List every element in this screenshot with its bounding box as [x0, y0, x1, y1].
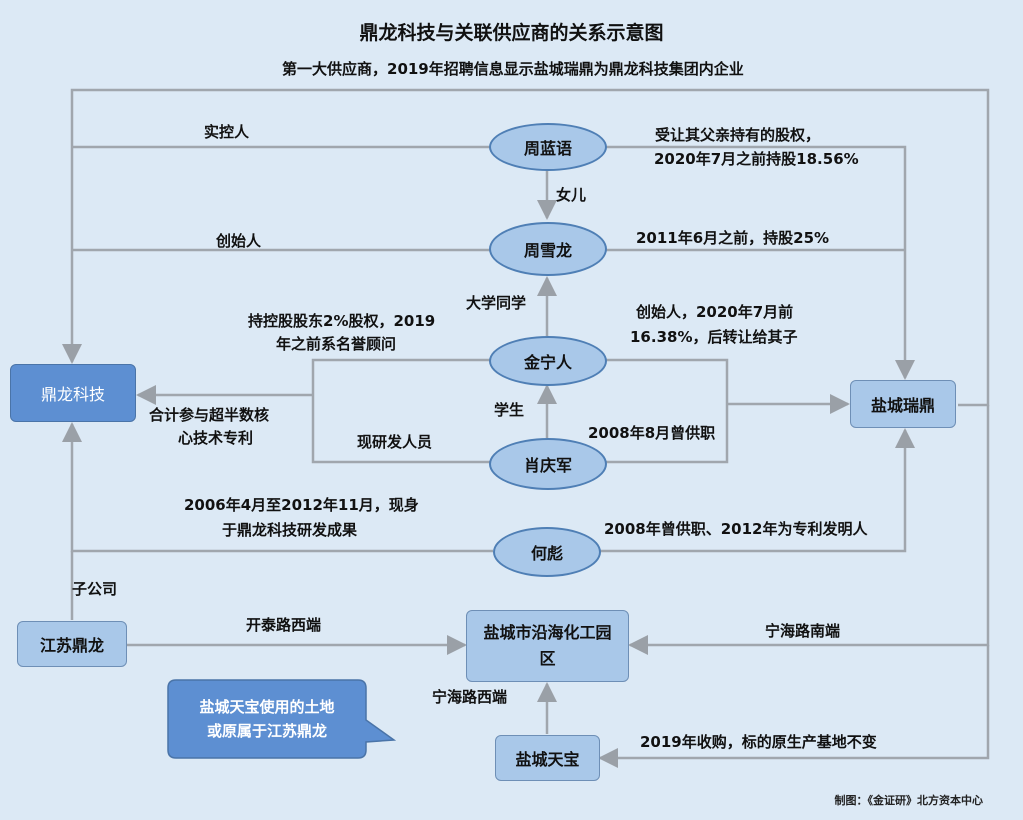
- label-founder-2020-1: 创始人，2020年7月前: [636, 303, 794, 321]
- node-zhou-lianyu: 周蓝语: [489, 123, 607, 171]
- label-share-transfer-2: 2020年7月之前持股18.56%: [654, 150, 859, 168]
- label-acquisition-2019: 2019年收购，标的原生产基地不变: [640, 733, 877, 751]
- label-founder-2020-2: 16.38%，后转让给其子: [630, 328, 798, 346]
- node-yancheng-ruiding: 盐城瑞鼎: [850, 380, 956, 428]
- label-before-2011: 2011年6月之前，持股25%: [636, 229, 830, 247]
- diagram-title: 鼎龙科技与关联供应商的关系示意图: [359, 22, 664, 44]
- label-employed-2008-2012: 2008年曾供职、2012年为专利发明人: [604, 520, 868, 538]
- edge-jin-dinglong: [311, 358, 490, 464]
- node-jin-ningren: 金宁人: [489, 336, 607, 386]
- label-patents-2: 心技术专利: [178, 429, 254, 447]
- label-employed-2008: 2008年8月曾供职: [588, 424, 716, 442]
- edge-top-supplier: [62, 88, 990, 407]
- label-founder: 创始人: [216, 232, 262, 250]
- credit-note: 制图：《金证研》北方资本中心: [834, 794, 984, 807]
- edge-jin-ruiding: [605, 358, 729, 464]
- label-ninghai-south: 宁海路南端: [765, 622, 841, 640]
- callout-bubble: [167, 679, 397, 759]
- node-chemical-park: 盐城市沿海化工园区: [466, 610, 629, 682]
- callout-line-1: 盐城天宝使用的土地: [199, 698, 335, 716]
- edge-acquisition: [598, 645, 990, 768]
- label-holding-1: 持控股股东2%股权，2019: [248, 312, 436, 330]
- node-jiangsu-dinglong: 江苏鼎龙: [17, 621, 127, 667]
- label-daughter: 女儿: [556, 186, 587, 204]
- label-top-supplier: 第一大供应商，2019年招聘信息显示盐城瑞鼎为鼎龙科技集团内企业: [282, 60, 744, 78]
- edge-hebiao-ruiding: [600, 428, 915, 553]
- callout-line-2: 或原属于江苏鼎龙: [206, 722, 327, 740]
- label-classmate: 大学同学: [466, 294, 527, 312]
- label-subsidiary: 子公司: [72, 580, 118, 598]
- label-kaitai-road: 开泰路西端: [246, 616, 322, 634]
- node-xiao-qingjun: 肖庆军: [489, 438, 607, 490]
- node-zhou-xuelong: 周雪龙: [489, 222, 607, 276]
- label-holding-2: 年之前系名誉顾问: [276, 335, 397, 353]
- label-patents-1: 合计参与超半数核: [149, 406, 270, 424]
- label-ninghai-west: 宁海路西端: [432, 688, 508, 706]
- label-share-transfer-1: 受让其父亲持有的股权，: [655, 126, 821, 144]
- node-he-biao: 何彪: [493, 527, 601, 577]
- label-research-2: 于鼎龙科技研发成果: [222, 521, 358, 539]
- label-researcher: 现研发人员: [357, 433, 433, 451]
- node-chemical-park-label: 盐城市沿海化工园区: [483, 623, 612, 668]
- label-actual-controller: 实控人: [204, 123, 250, 141]
- node-dinglong: 鼎龙科技: [10, 364, 136, 422]
- label-student: 学生: [494, 401, 525, 419]
- edge-lianyu-ruiding: [605, 145, 915, 380]
- callout-text: 盐城天宝使用的土地 或原属于江苏鼎龙: [168, 680, 366, 758]
- label-research-1: 2006年4月至2012年11月，现身: [184, 496, 419, 514]
- node-yancheng-tianbao: 盐城天宝: [495, 735, 600, 781]
